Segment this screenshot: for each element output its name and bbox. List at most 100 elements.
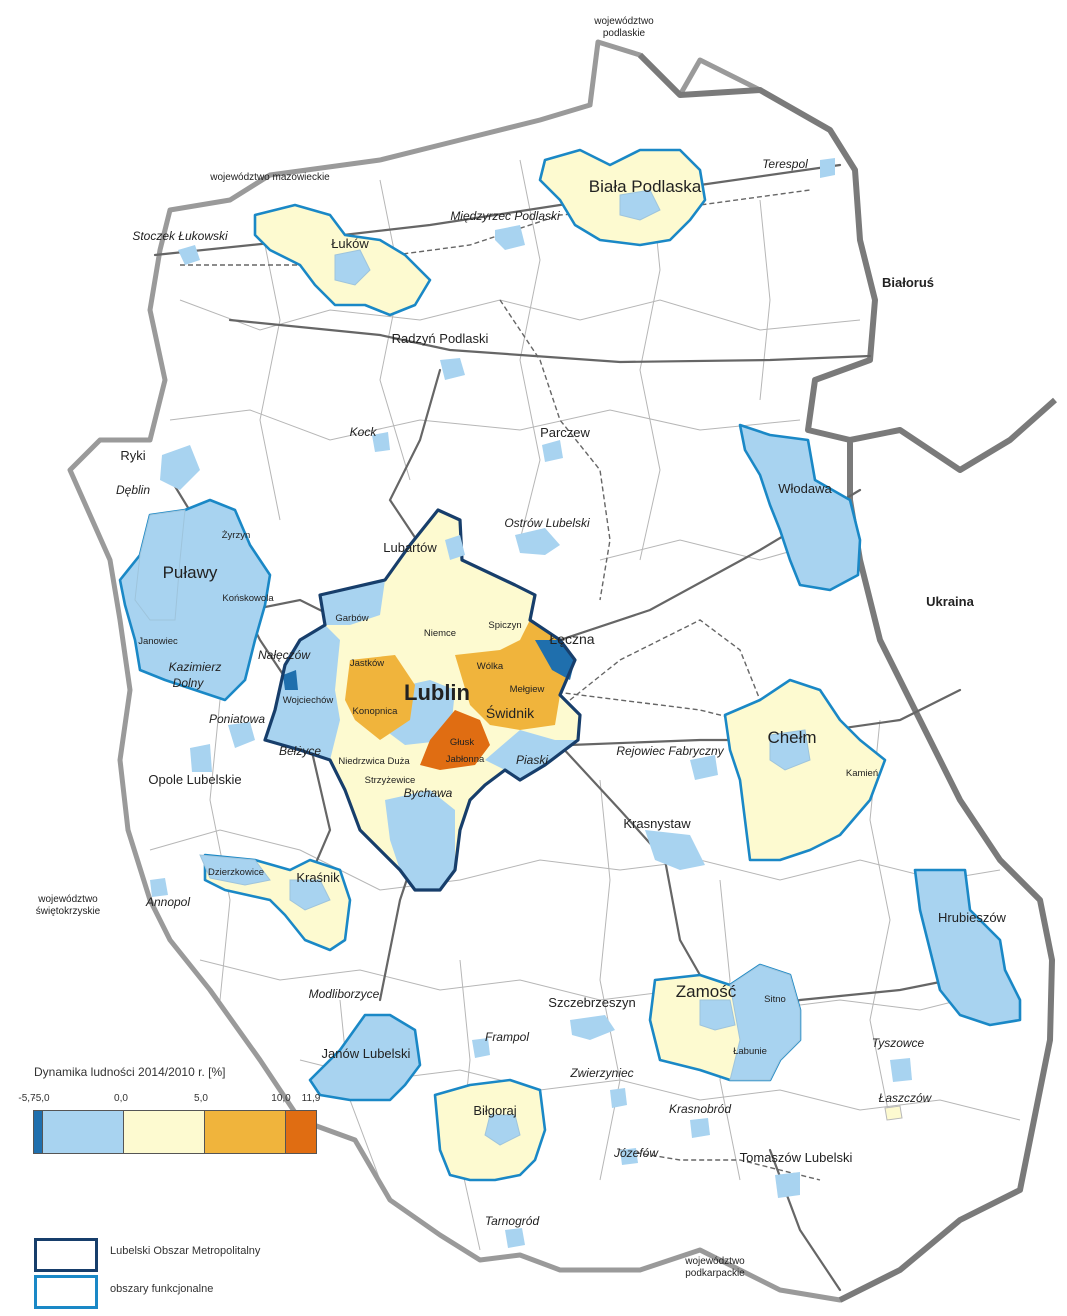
label-naleczow: Nałęczów [258,648,311,662]
svg-text:podkarpackie: podkarpackie [685,1268,745,1279]
metro-blue-gminas [265,580,578,890]
label-terespol: Terespol [762,157,808,171]
label-leczna: Łęczna [549,631,594,647]
label-wojciechow: Wojciechów [283,695,334,706]
label-bychawa: Bychawa [404,786,453,800]
label-hrubieszow: Hrubieszów [938,910,1007,925]
label-poniatowa: Poniatowa [209,712,265,726]
small-labels: Żyrzyn Końskowola Janowiec Garbów Niemce… [138,530,878,1057]
label-annopol: Annopol [145,895,190,909]
legend-title: Dynamika ludności 2014/2010 r. [%] [34,1065,226,1079]
label-swidnik: Świdnik [486,704,535,721]
wlodawa-area [738,423,862,592]
label-ostrow: Ostrów Lubelski [504,516,590,530]
label-janowiec: Janowiec [138,636,178,647]
label-konskowola: Końskowola [222,593,274,604]
label-laszczow: Łaszczów [879,1091,933,1105]
neighbor-podkarpackie-line2: podkarpackie [685,1268,745,1279]
label-sitno: Sitno [764,994,786,1005]
label-kazimierz-2: Dolny [173,676,205,690]
label-rejowiec: Rejowiec Fabryczny [616,744,724,758]
label-opole: Opole Lubelskie [148,772,241,787]
label-tomaszow: Tomaszów Lubelski [740,1150,853,1165]
legend-tick: -5,0 [32,1093,50,1104]
label-parczew: Parczew [540,425,590,440]
neighbor-podlaskie-line2: podlaskie [603,28,646,39]
label-miedzyrzec: Międzyrzec Podlaski [450,209,560,223]
label-garbow: Garbów [335,613,368,624]
label-deblin: Dęblin [116,483,150,497]
legend-tick: 5,0 [194,1093,208,1104]
small-town-areas [150,158,912,1248]
italic-labels: Terespol Międzyrzec Podlaski Stoczek Łuk… [116,157,933,1228]
label-wolka: Wólka [477,661,504,672]
label-piaski: Piaski [516,753,548,767]
hrubieszow-area [913,868,1022,1027]
svg-text:podlaskie: podlaskie [603,28,646,39]
label-lukow: Łuków [331,236,369,251]
label-kazimierz-1: Kazimierz [169,660,222,674]
label-bilgoraj: Biłgoraj [473,1103,516,1118]
neighbor-podlaskie-line1: województwo [593,16,654,27]
label-krasnobrod: Krasnobród [669,1102,731,1116]
svg-text:województwo: województwo [684,1256,745,1267]
label-krasnik: Kraśnik [296,870,340,885]
janow-area [308,1013,422,1102]
svg-text:świętokrzyskie: świętokrzyskie [36,906,101,917]
medium-labels: Łuków Radzyń Podlaski Parczew Ryki Włoda… [120,236,1006,1165]
laszczow-area [884,1105,903,1121]
legend-tick: 10,0 [271,1093,291,1104]
glusk-area [420,710,490,770]
neighbor-swietokrzyskie-line1: województwo [37,894,98,905]
naleczow-area [283,670,298,690]
label-glusk: Głusk [450,737,475,748]
label-spiczyn: Spiczyn [488,620,521,631]
leczna-area [535,640,575,680]
label-strzyzewice: Strzyżewice [365,775,416,786]
legend-color-ramp [33,1110,317,1154]
legend-tick: 11,9 [301,1093,321,1104]
label-lublin: Lublin [404,680,470,705]
legend-bin [205,1111,286,1153]
legend-metro-label: Lubelski Obszar Metropolitalny [110,1245,261,1257]
country-bialorus: Białoruś [882,275,934,290]
label-krasnystaw: Krasnystaw [623,816,691,831]
label-niedrzwica: Niedrzwica Duża [338,756,410,767]
label-dzierzkowice: Dzierzkowice [208,867,264,878]
label-jablonna: Jabłonna [446,754,485,765]
svg-text:województwo: województwo [37,894,98,905]
label-zamosc: Zamość [676,982,737,1001]
neighbor-mazowieckie: województwo mazowieckie [209,172,330,183]
label-melgiew: Mełgiew [510,684,545,695]
svg-text:województwo: województwo [593,16,654,27]
label-ryki: Ryki [120,448,145,463]
neighbor-swietokrzyskie-line2: świętokrzyskie [36,906,101,917]
label-stoczek: Stoczek Łukowski [132,229,228,243]
label-wlodawa: Włodawa [778,481,832,496]
label-jozefow: Józefów [613,1146,659,1160]
label-modliborzyce: Modliborzyce [309,987,380,1001]
label-tarnogrod: Tarnogród [485,1214,540,1228]
label-tyszowce: Tyszowce [872,1036,925,1050]
label-frampol: Frampol [485,1030,529,1044]
label-szczebrzeszyn: Szczebrzeszyn [548,995,635,1010]
label-zwierzyniec: Zwierzyniec [569,1066,633,1080]
label-jastkow: Jastków [350,658,384,669]
neighbor-labels: województwo podlaskie województwo mazowi… [36,16,745,1279]
label-niemce: Niemce [424,628,456,639]
label-kock: Kock [350,425,378,439]
label-labunie: Łabunie [733,1046,767,1057]
legend-bin [286,1111,316,1153]
label-lubartow: Lubartów [383,540,437,555]
legend-bin [34,1111,43,1153]
label-radzyn: Radzyń Podlaski [392,331,489,346]
metro-boundary [263,508,582,892]
label-chelm: Chełm [767,728,816,747]
label-kamien: Kamień [846,768,878,779]
legend-tick: 0,0 [114,1093,128,1104]
legend-functional-label: obszary funkcjonalne [110,1283,214,1295]
label-pulawy: Puławy [163,563,218,582]
legend-bin [124,1111,205,1153]
country-labels: Białoruś Ukraina [882,275,975,609]
